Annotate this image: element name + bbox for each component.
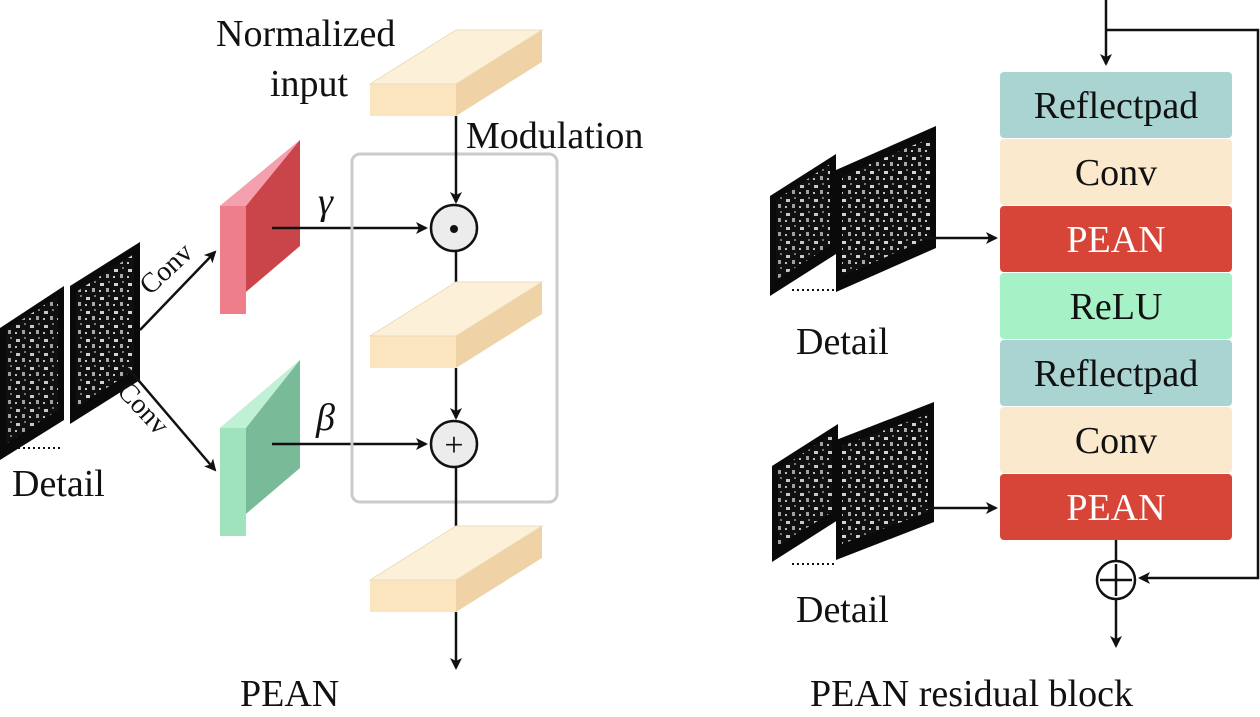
layer-7-pean-box — [1000, 474, 1232, 540]
layer-3-pean-box — [1000, 206, 1232, 272]
skip-connection-arrow — [1106, 28, 1260, 584]
normalized-input-label-line2: input — [270, 63, 349, 105]
beta-block — [220, 360, 300, 536]
detail-label-right-bottom: Detail — [796, 589, 889, 631]
detail-image-stack-right-top — [770, 126, 936, 296]
layer-1-reflectpad-box — [1000, 72, 1232, 138]
modulated-feature-block — [368, 281, 544, 368]
conv-arrow-top — [139, 250, 217, 331]
gamma-block — [220, 140, 300, 314]
layer-6-conv-label: Conv — [1075, 420, 1157, 462]
add-node — [429, 419, 479, 469]
detail-label-left: Detail — [12, 463, 105, 505]
layer-6-conv-box — [1000, 407, 1232, 473]
conv-arrow-bottom — [127, 367, 217, 472]
layer-2-conv-box — [1000, 139, 1232, 205]
modulation-label: Modulation — [466, 115, 643, 157]
modulation-frame — [350, 152, 559, 504]
multiply-dot-icon — [450, 225, 458, 233]
gamma-symbol: γ — [318, 181, 334, 223]
add-symbol-left: + — [444, 427, 463, 464]
right-caption: PEAN residual block — [810, 673, 1133, 715]
normalized-input-label-line1: Normalized — [216, 13, 395, 55]
layer-7-pean-label: PEAN — [1066, 487, 1165, 529]
layer-4-relu-label: ReLU — [1070, 286, 1163, 328]
detail-image-stack-left — [0, 242, 140, 460]
left-caption: PEAN — [240, 673, 339, 715]
pean-residual-block: ReflectpadConvPEANReLUReflectpadConvPEAN… — [770, 0, 1260, 715]
normalized-input-block — [368, 29, 544, 116]
layer-4-relu-box — [1000, 273, 1232, 339]
layer-5-reflectpad-box — [1000, 340, 1232, 406]
detail-label-right-top: Detail — [796, 321, 889, 363]
layer-1-reflectpad-label: Reflectpad — [1034, 85, 1199, 127]
layer-2-conv-label: Conv — [1075, 152, 1157, 194]
conv-label-top: Conv — [134, 237, 200, 301]
layer-5-reflectpad-label: Reflectpad — [1034, 353, 1199, 395]
beta-symbol: β — [315, 397, 335, 439]
pean-module: Detail Conv Conv γ β Normalized in — [0, 13, 643, 715]
detail-image-stack-right-bottom — [772, 402, 934, 565]
output-feature-block — [368, 525, 544, 612]
layer-3-pean-label: PEAN — [1066, 219, 1165, 261]
